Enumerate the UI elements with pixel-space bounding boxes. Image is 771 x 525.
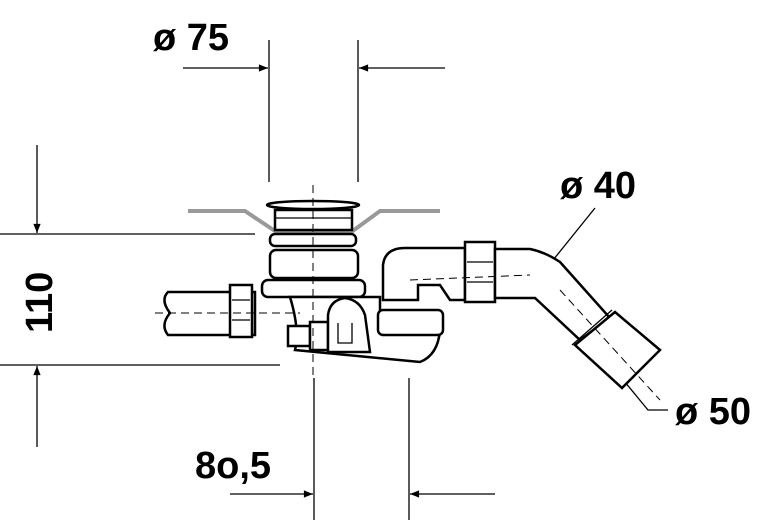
dimension-height: 110	[0, 145, 280, 447]
dimension-label: ø 50	[675, 391, 751, 433]
dimension-label: ø 40	[560, 165, 636, 207]
dimension-offset: 8o,5	[195, 378, 495, 520]
drain-body	[155, 185, 662, 401]
dimension-label: 110	[19, 272, 61, 333]
dimension-drain-pipe: ø 40	[536, 165, 636, 281]
dimension-label: 8o,5	[195, 445, 271, 487]
dimension-label: ø 75	[153, 17, 229, 59]
dimension-outlet-diameter: ø 75	[153, 17, 445, 182]
dimension-connection: ø 50	[614, 369, 751, 433]
